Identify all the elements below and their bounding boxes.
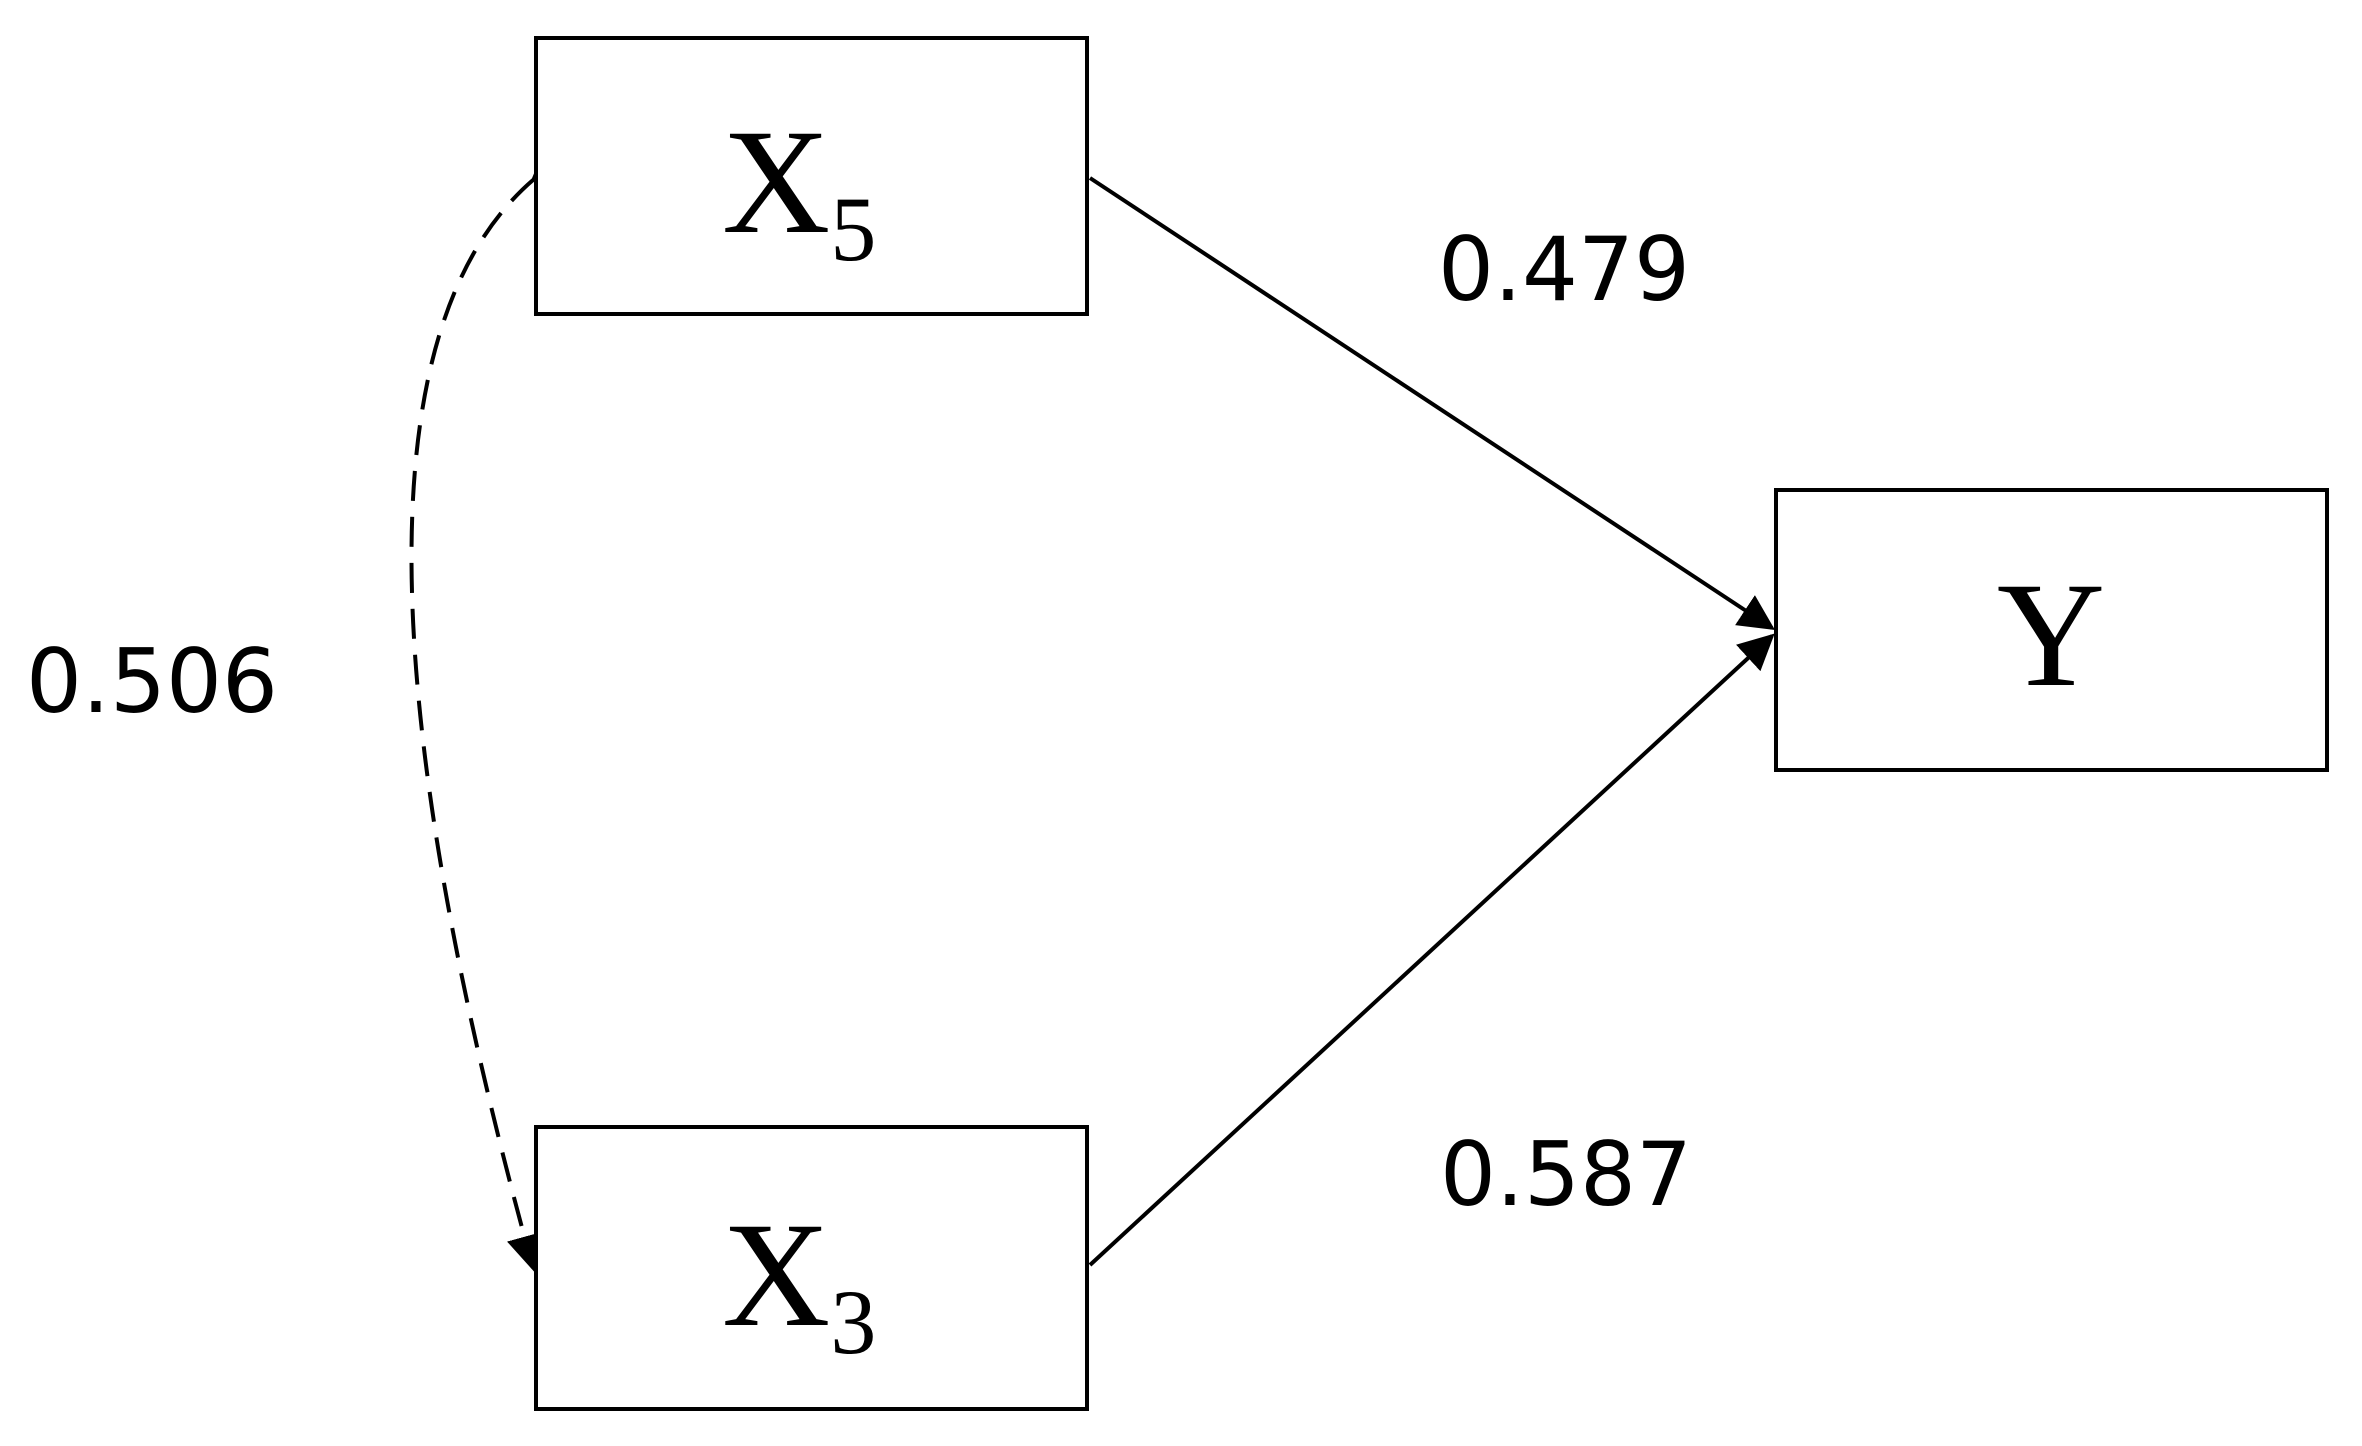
coefficient-x5-to-y: 0.479	[1438, 218, 1690, 321]
node-x3-box	[534, 1125, 1089, 1411]
node-y-label: Y	[1997, 552, 2105, 718]
node-x3-label: X3	[722, 1192, 876, 1373]
coefficient-x5-x3-correlation: 0.506	[26, 630, 278, 733]
coefficient-x3-to-y: 0.587	[1440, 1123, 1692, 1226]
node-y-box	[1774, 488, 2329, 772]
node-x5: X5	[534, 36, 1089, 316]
arrow-x5-to-y	[1088, 176, 1776, 630]
node-y: Y	[1774, 488, 2329, 772]
node-x5-label: X5	[722, 99, 876, 280]
node-x5-box	[534, 36, 1089, 316]
correlation-arc-x5-x3	[409, 145, 570, 1272]
arrow-x3-to-y	[1088, 633, 1775, 1267]
node-x3: X3	[534, 1125, 1089, 1411]
